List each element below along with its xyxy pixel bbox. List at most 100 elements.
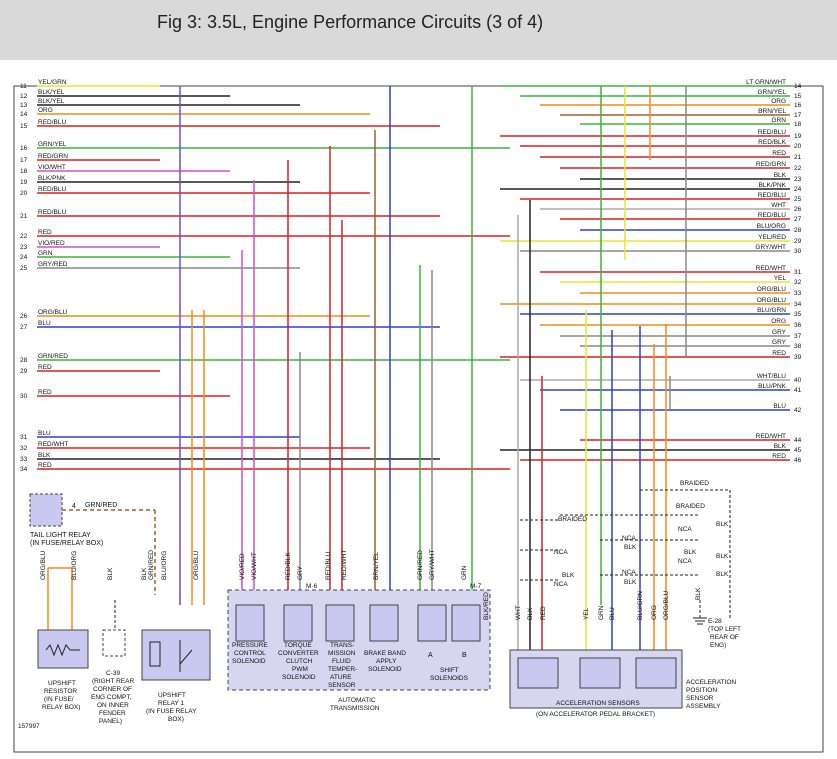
right-wire-number: 29 [794,238,802,245]
ground-icon [693,617,707,625]
right-wire-number: 16 [794,102,802,109]
right-wire-label: BLU [773,403,786,410]
bbs-label: BRAKE BAND APPLY SOLENOID [364,650,408,673]
left-wire-number: 12 [20,93,28,100]
right-wire-number: 41 [794,387,802,394]
vertical-wire-label: ORG/BLU [663,590,670,620]
blk-label: BLK [624,579,637,586]
vertical-wire-label: ORG/BLU [40,550,47,580]
vertical-wire-label: YEL [583,607,590,620]
left-wire-number: 27 [20,324,28,331]
left-wire-number: 29 [20,368,28,375]
vertical-wire-label: ORG [651,605,658,620]
right-wire-label: ORG/BLU [757,297,787,304]
wiring-diagram: 11YEL/GRN12BLK/YEL13BLK/YEL14ORG15RED/BL… [13,79,824,753]
vertical-wire-label: RED [540,606,547,620]
left-wire-number: 15 [20,123,28,130]
tail-light-relay [29,493,63,527]
right-wire-label: BLU/PNK [758,383,786,390]
left-wire-label: GRY/RED [38,261,68,268]
shift-a-label: A [428,652,433,659]
right-wire-number: 17 [794,112,802,119]
left-wire-label: RED/BLU [38,119,66,126]
left-wire-label: RED [38,462,52,469]
nca-label: NCA [554,549,568,556]
tail-relay-wire-label: GRN/RED [85,502,117,509]
right-wire-label: RED [772,453,786,460]
c39-label: C-39 (RIGHT REAR CORNER OF ENG COMPT, ON… [91,670,136,725]
left-wire-label: RED [38,389,52,396]
blk-label: BLK [624,544,637,551]
vertical-wire-label: WHT [515,605,522,620]
nca-label: NCA [622,535,636,542]
vertical-wire-label: BLK/RED [483,592,490,620]
right-wire-label: YEL/RED [758,234,786,241]
left-wire-number: 31 [20,434,28,441]
right-wire-number: 28 [794,227,802,234]
right-wire-number: 27 [794,216,802,223]
right-wire-number: 34 [794,301,802,308]
left-wire-label: GRN/RED [38,353,68,360]
right-wire-label: GRY [772,329,787,336]
blk-label: BLK [562,572,575,579]
vertical-wire-label: GRN [461,565,468,580]
left-wire-label: GRN [38,250,53,257]
shift-label: SHIFT SOLENOIDS [430,667,469,682]
right-wire-number: 37 [794,333,802,340]
right-wire-label: GRN/YEL [757,89,786,96]
left-wire-number: 16 [20,145,28,152]
left-wire-label: BLK/PNK [38,175,66,182]
right-wire-number: 24 [794,186,802,193]
right-wire-label: RED/BLK [758,139,786,146]
right-wire-number: 15 [794,93,802,100]
blk-label: BLK [716,553,729,560]
right-wire-number: 35 [794,311,802,318]
nca-label: NCA [622,569,636,576]
right-wire-label: RED [772,350,786,357]
left-wire-label: VIO/WHT [38,164,66,171]
accel-assy-label: ACCELERATION POSITION SENSOR ASSEMBLY [686,679,738,710]
left-wire-label: BLK [38,452,51,459]
left-wire-number: 13 [20,102,28,109]
left-wire-label: VIO/RED [38,240,65,247]
vertical-wire-label: GRN/RED [148,550,155,580]
tail-relay-pin: 4 [72,503,76,510]
left-wire-label: RED [38,364,52,371]
left-wire-label: ORG/BLU [38,309,68,316]
right-wire-label: GRN [772,117,787,124]
vertical-wire-label: RED/WHT [341,550,348,580]
upshift-relay-label: UPSHIFT RELAY 1 (IN FUSE RELAY BOX) [146,692,198,723]
shift-solenoid-a [417,604,447,642]
right-wire-number: 26 [794,206,802,213]
relay-coil [149,641,161,667]
left-wire-label: YEL/GRN [38,79,67,86]
vertical-wires [179,86,687,655]
left-wire-label: RED [38,229,52,236]
right-wire-number: 42 [794,407,802,414]
resistor-symbol [45,643,80,657]
right-wire-number: 36 [794,322,802,329]
blk-label: BLK [716,521,729,528]
vertical-wire-label: BLK [527,607,534,620]
upshift-resistor-label: UPSHIFT RESISTOR (IN FUSE/ RELAY BOX) [42,680,80,711]
right-wire-label: RED/WHT [756,433,786,440]
accel-sensors-label: ACCELERATION SENSORS [556,700,640,707]
right-wire-label: GRY/WHT [755,244,786,251]
right-wire-number: 22 [794,165,802,172]
left-wire-number: 23 [20,244,28,251]
shift-b-label: B [462,652,467,659]
upshift-relay [141,629,211,681]
vertical-wire-label: BLK [107,567,114,580]
vertical-wire-label: VIO/RED [239,553,246,580]
right-wire-number: 20 [794,143,802,150]
tft-label: TRANS- MISSION FLUID TEMPER- ATURE SENSO… [328,642,359,689]
left-wire-label: RED/BLU [38,209,66,216]
diagram-frame [13,85,824,753]
left-wire-number: 11 [20,83,27,90]
left-wire-label: RED/BLU [38,186,66,193]
c39-connector [102,629,126,657]
relay-switch [179,640,193,672]
right-wire-number: 30 [794,248,802,255]
blk-label: BLK [716,571,729,578]
